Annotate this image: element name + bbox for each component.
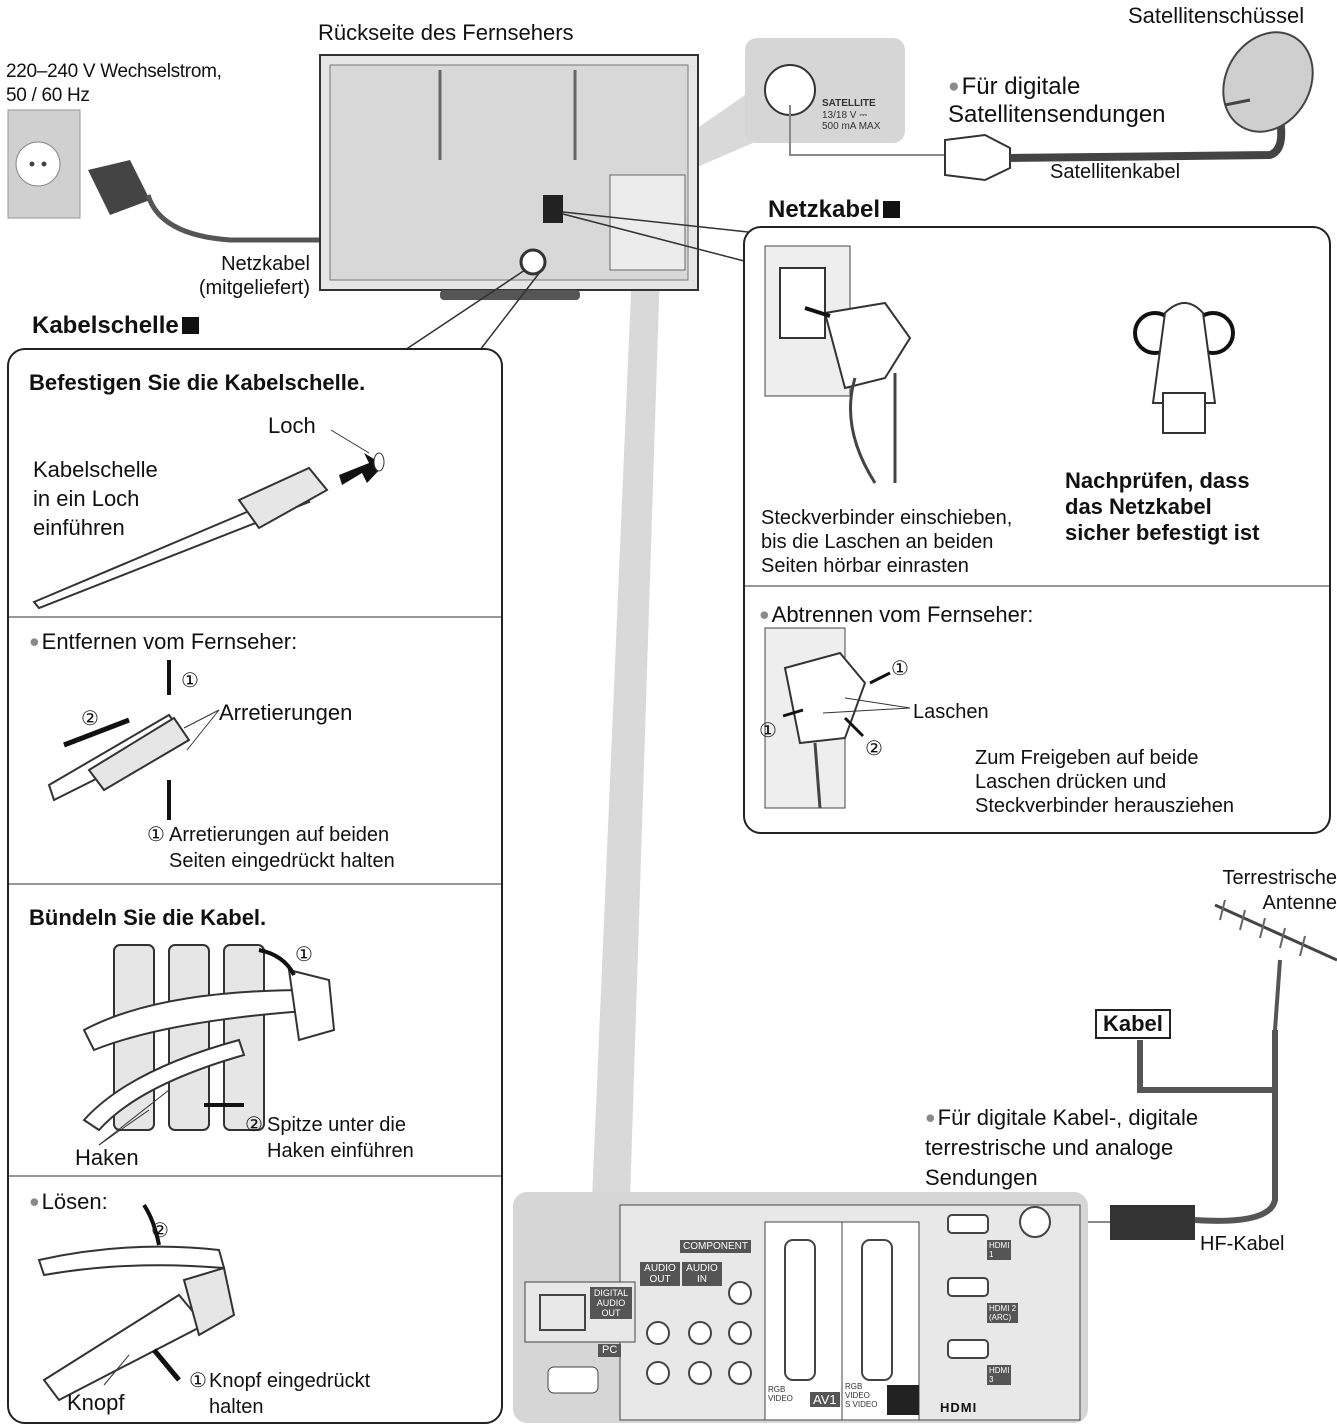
netzkabel-heading: Netzkabel [768, 196, 901, 224]
tv-back-label: Rückseite des Fernsehers [318, 20, 574, 45]
remove-step2: ② [81, 708, 99, 730]
pc-label: PC [598, 1344, 622, 1357]
loosen-step2: ② [151, 1220, 169, 1242]
satellite-cable-label: Satellitenkabel [1050, 161, 1181, 183]
netzkabel-check-text: Nachprüfen, dass das Netzkabel sicher be… [1065, 468, 1260, 545]
tip-label: Spitze unter die Haken einführen [267, 1114, 414, 1162]
bundle-heading: Bündeln Sie die Kabel. [29, 905, 267, 930]
attach-heading: Befestigen Sie die Kabelschelle. [29, 370, 366, 395]
audio-in-label: AUDIO IN [682, 1262, 722, 1286]
satellite-plug-icon [944, 133, 1011, 182]
bundle-step1: ① [295, 944, 313, 966]
rf-cable-label: HF-Kabel [1200, 1233, 1285, 1255]
av2-sub-label: RGB VIDEO S VIDEO [845, 1382, 878, 1409]
satellite-port-spec: 13/18 V ⎓ 500 mA MAX [822, 110, 881, 132]
netzkabel-step1-left: ① [759, 720, 777, 742]
av1-sub-label: RGB VIDEO [768, 1385, 793, 1403]
hold-catches-text: Arretierungen auf beiden Seiten eingedrü… [169, 824, 395, 872]
catches-label: Arretierungen [219, 700, 353, 725]
tv-back-icon [319, 54, 699, 300]
hdmi-logo: HDMI [940, 1400, 978, 1415]
hold-knob-text: Knopf eingedrückt halten [209, 1370, 371, 1418]
satellite-port-callout [745, 38, 905, 143]
satellite-dish-icon [1222, 31, 1314, 133]
kabel-box-label: Kabel [1095, 1009, 1171, 1039]
bundle-step2: ② [245, 1114, 263, 1136]
knob-label: Knopf [67, 1390, 125, 1415]
power-cord-label: Netzkabel (mitgeliefert) [198, 253, 310, 299]
insert-label: Kabelschelle in ein Loch einführen [33, 457, 158, 540]
wall-socket-icon [7, 109, 81, 219]
antenna-label: Terrestrische Antenne [1222, 867, 1337, 914]
netzkabel-illustrations [745, 245, 1329, 809]
voltage-label: 220–240 V Wechselstrom, 50 / 60 Hz [6, 61, 222, 106]
remove-step1: ① [181, 670, 199, 692]
power-plug-icon [88, 160, 540, 243]
zoom-beam-ports [592, 268, 660, 1200]
satellite-dish-label: Satellitenschüssel [1128, 3, 1305, 28]
rf-plug-icon [1110, 1205, 1195, 1240]
netzkabel-step2: ② [865, 738, 883, 760]
netzkabel-insert-text: Steckverbinder einschieben, bis die Lasc… [761, 507, 1013, 577]
loosen-heading: Lösen: [29, 1188, 108, 1215]
hdmi3-label: HDMI 3 [987, 1365, 1012, 1385]
broadcast-label: Für digitale Kabel-, digitale terrestris… [925, 1102, 1198, 1193]
hold-step1: ① [147, 824, 165, 846]
netzkabel-tabs-label: Laschen [913, 701, 989, 723]
loosen-step1: ① [189, 1370, 207, 1392]
hole-label: Loch [268, 413, 316, 438]
kabelschelle-panel: Befestigen Sie die Kabelschelle. Loch Ka… [7, 348, 503, 1424]
kabelschelle-illustrations [9, 429, 501, 1402]
satellite-digital-label: Für digitale Satellitensendungen [948, 73, 1166, 129]
hooks-label: Haken [75, 1145, 139, 1170]
terrestrial-antenna-icon [1214, 899, 1337, 1031]
remove-heading: Entfernen vom Fernseher: [29, 628, 298, 655]
hdmi1-label: HDMI 1 [987, 1240, 1012, 1260]
component-label: COMPONENT [680, 1240, 751, 1253]
netzkabel-step1-top: ① [891, 658, 909, 680]
digital-audio-out-label: DIGITAL AUDIO OUT [590, 1287, 632, 1319]
satellite-port-label: SATELLITE [822, 98, 876, 109]
netzkabel-detach-heading: Abtrennen vom Fernseher: [759, 601, 1034, 628]
audio-out-label: AUDIO OUT [640, 1262, 680, 1286]
av1-label: AV1 [810, 1392, 840, 1407]
hdmi2-label: HDMI 2 (ARC) [987, 1303, 1019, 1323]
netzkabel-release-text: Zum Freigeben auf beide Laschen drücken … [975, 747, 1235, 817]
netzkabel-panel: Steckverbinder einschieben, bis die Lasc… [743, 226, 1331, 834]
kabelschelle-heading: Kabelschelle [32, 312, 199, 340]
